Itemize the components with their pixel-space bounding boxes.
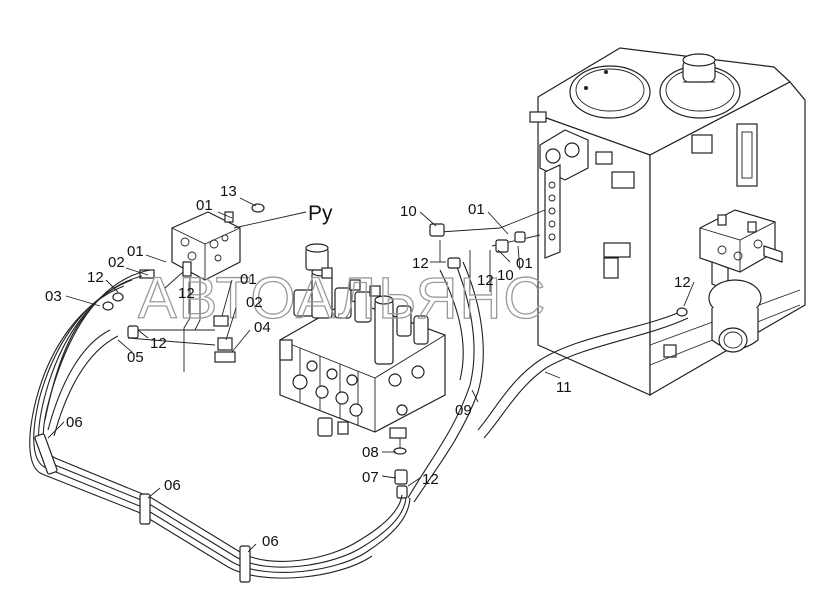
watermark-text: АВТОАЛЬЯНС [138, 266, 547, 331]
fitting-chain-icon [183, 278, 236, 372]
callout-06-c: 06 [262, 533, 279, 550]
callout-12-c: 12 [150, 335, 167, 352]
callout-02-b: 02 [246, 294, 263, 311]
callout-12-f: 12 [674, 274, 691, 291]
callout-07: 07 [362, 469, 379, 486]
callout-13: 13 [220, 183, 237, 200]
callout-12-d: 12 [412, 255, 429, 272]
callout-01-a: 01 [196, 197, 213, 214]
callout-10-b: 10 [497, 267, 514, 284]
callout-08: 08 [362, 444, 379, 461]
callout-02-a: 02 [108, 254, 125, 271]
callout-09: 09 [455, 402, 472, 419]
callout-03: 03 [45, 288, 62, 305]
valve-outlet-fittings-icon [393, 438, 408, 499]
tank-pilot-valve-icon [699, 209, 783, 291]
callout-01-b: 01 [127, 243, 144, 260]
callout-06-a: 06 [66, 414, 83, 431]
callout-01-d: 01 [468, 201, 485, 218]
callout-py: Py [308, 202, 333, 225]
callout-12-e: 12 [477, 272, 494, 289]
callout-12-b: 12 [178, 285, 195, 302]
leader-lines [47, 197, 695, 553]
callout-labels: 13 01 Py 01 02 12 03 12 01 02 04 12 05 0… [45, 183, 691, 550]
accumulator-icon [708, 279, 762, 353]
callout-01-e: 01 [516, 255, 533, 272]
callout-05: 05 [127, 349, 144, 366]
callout-06-b: 06 [164, 477, 181, 494]
callout-01-c: 01 [240, 271, 257, 288]
control-valve-block-icon [279, 243, 446, 439]
callout-11: 11 [556, 379, 572, 396]
callout-12-g: 12 [422, 471, 439, 488]
callout-12-a: 12 [87, 269, 104, 286]
hose-bundle-icon [29, 209, 689, 583]
callout-10-a: 10 [400, 203, 417, 220]
callout-04: 04 [254, 319, 271, 336]
